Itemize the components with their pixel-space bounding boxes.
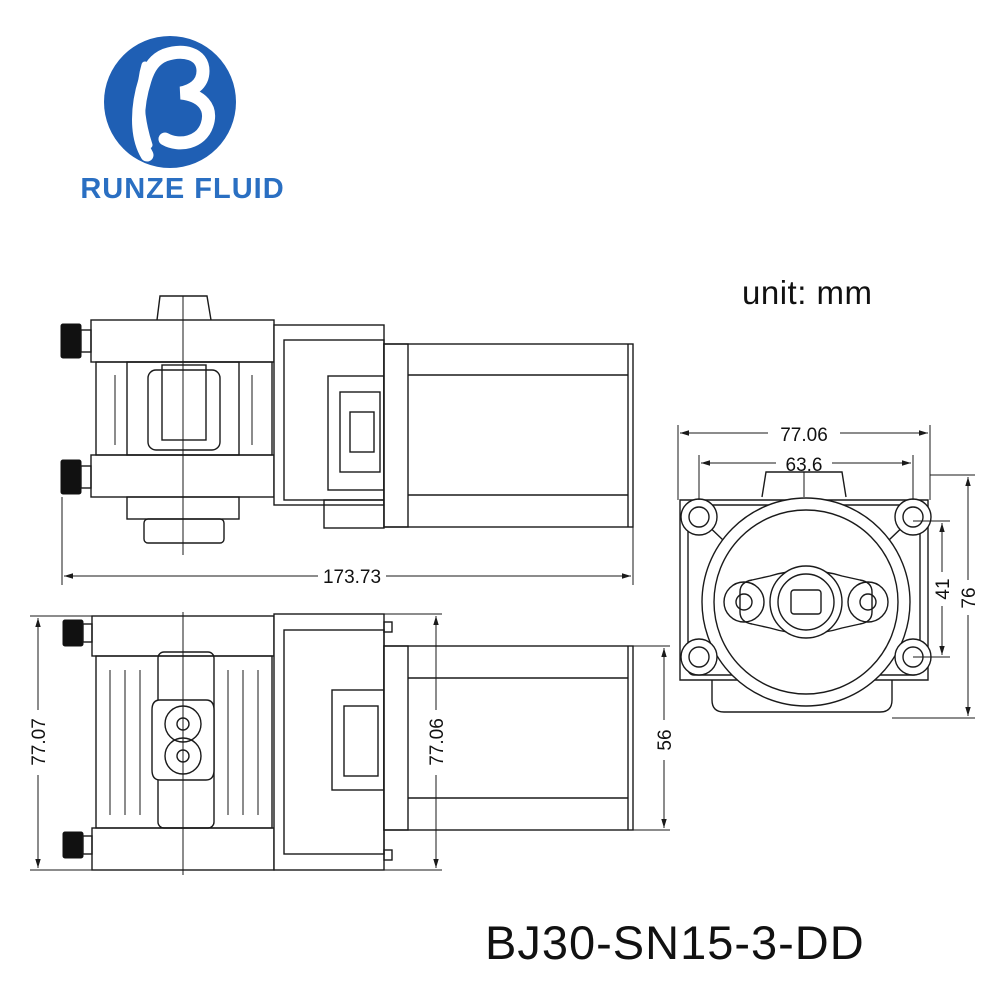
- dim-side-height: 77.07: [29, 718, 50, 766]
- dim-motor-width: 56: [655, 729, 676, 750]
- brand-name: RUNZE FLUID: [80, 173, 285, 205]
- dim-front-width: 77.06: [780, 425, 828, 446]
- top-view: 173.73: [60, 295, 634, 588]
- front-view: 77.06 63.6 41 76: [677, 425, 980, 719]
- side-view: 77.07 77.06 56: [29, 612, 676, 875]
- dim-hole-spacing: 63.6: [786, 455, 823, 476]
- unit-label: unit: mm: [742, 274, 873, 311]
- dim-front-height: 76: [959, 587, 980, 608]
- dim-motor-height: 77.06: [427, 718, 448, 766]
- dim-length: 173.73: [323, 567, 381, 588]
- dim-vertical-hole-spacing: 41: [933, 578, 954, 599]
- brand-logo: [104, 36, 236, 168]
- model-number: BJ30-SN15-3-DD: [485, 916, 865, 969]
